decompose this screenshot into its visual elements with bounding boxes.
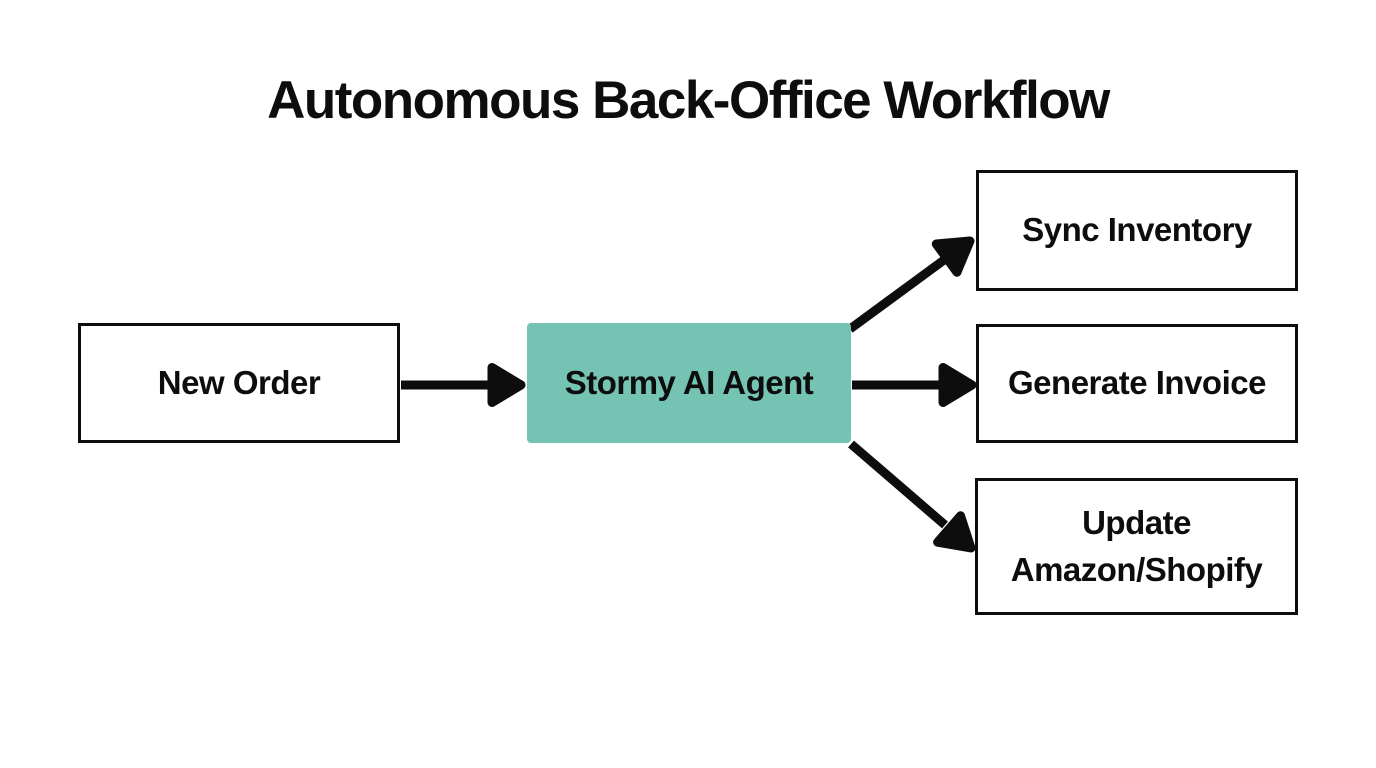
arrow-agent-to-generate-invoice bbox=[852, 363, 977, 407]
node-update-amazon-shopify-label: Update Amazon/Shopify bbox=[1010, 503, 1263, 588]
node-new-order: New Order bbox=[78, 323, 400, 443]
node-stormy-ai-agent-label: Stormy AI Agent bbox=[564, 363, 814, 401]
node-new-order-label: New Order bbox=[157, 363, 321, 401]
node-generate-invoice-label: Generate Invoice bbox=[1008, 364, 1266, 402]
arrow-agent-to-update-channels bbox=[848, 440, 976, 553]
arrow-agent-to-sync-inventory bbox=[847, 236, 975, 333]
arrow-new-order-to-agent bbox=[401, 363, 526, 407]
node-generate-invoice: Generate Invoice bbox=[976, 324, 1298, 443]
node-sync-inventory: Sync Inventory bbox=[976, 170, 1298, 291]
node-update-amazon-shopify: Update Amazon/Shopify bbox=[975, 478, 1298, 615]
node-sync-inventory-label: Sync Inventory bbox=[1022, 211, 1252, 249]
node-stormy-ai-agent: Stormy AI Agent bbox=[527, 323, 851, 443]
diagram-title: Autonomous Back-Office Workflow bbox=[267, 71, 1110, 130]
